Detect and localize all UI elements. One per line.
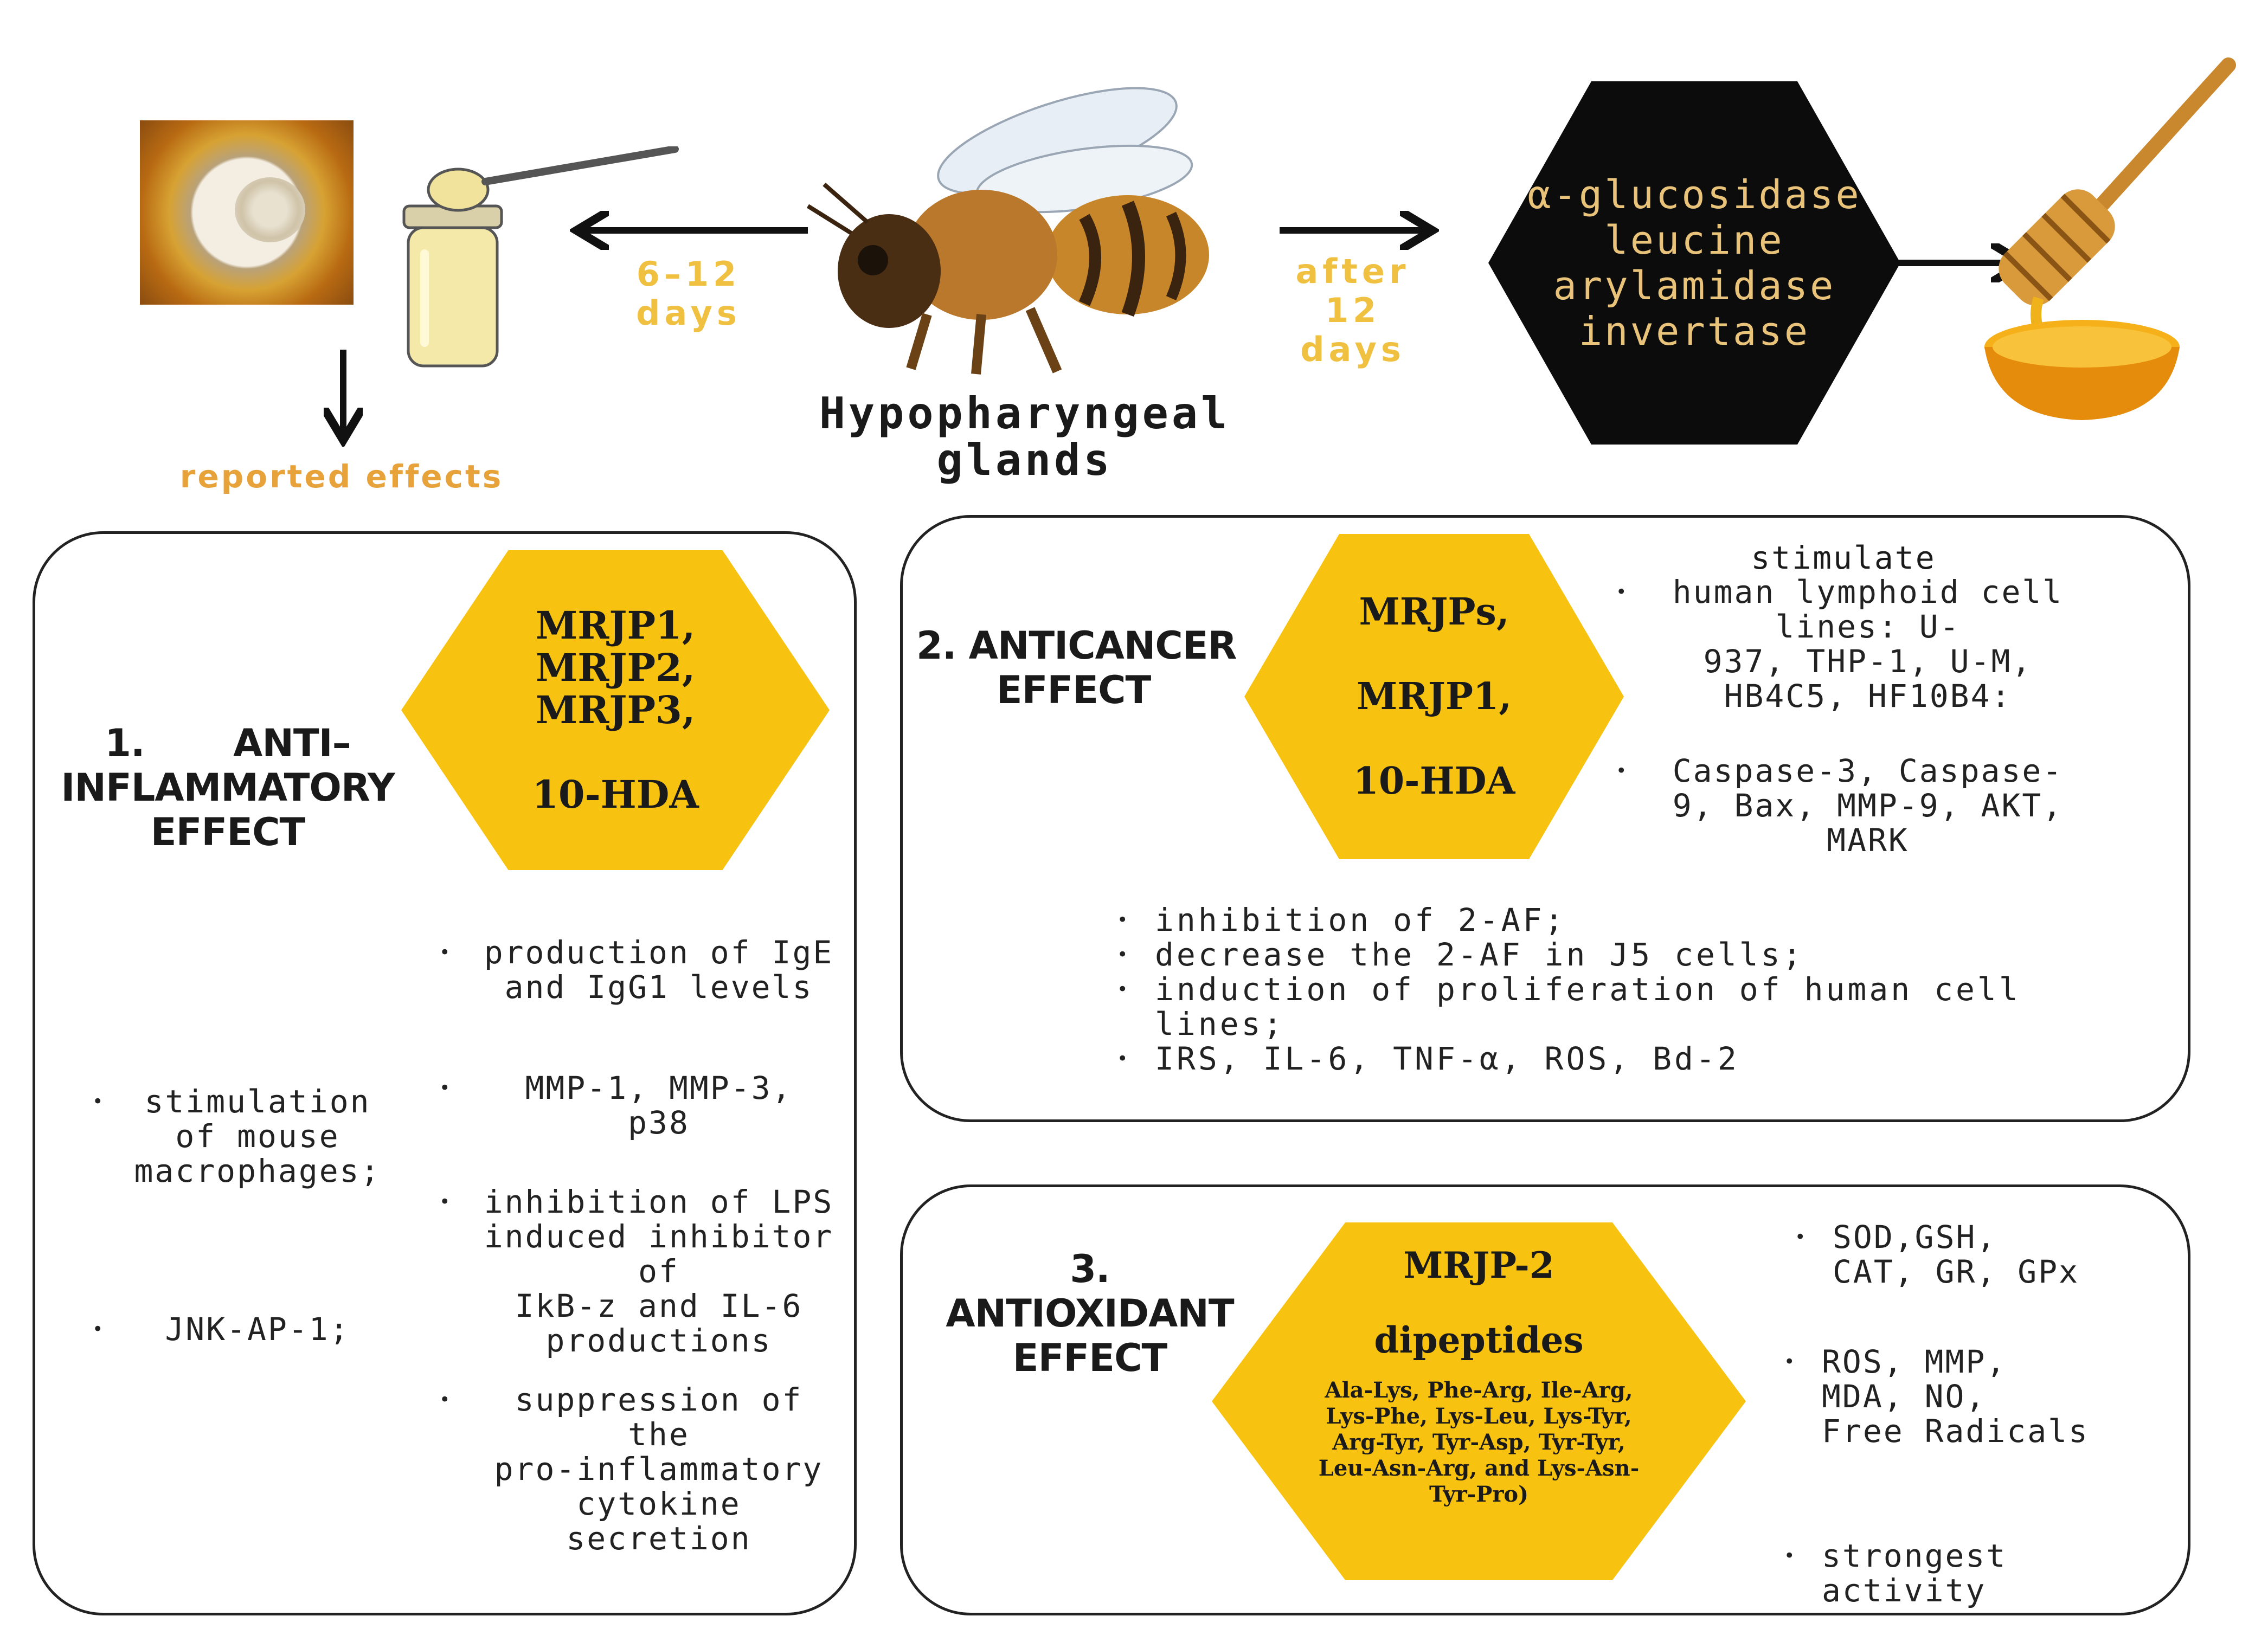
panel2-hex-line-2: MRJP1, [1356,675,1512,718]
panel2-hexagon: MRJPs, MRJP1, 10-HDA [1244,534,1624,859]
period-6-12-days: 6–12 days [636,254,741,333]
panel3-up-item: SOD,GSH, CAT, GR, GPx [1784,1220,2163,1289]
enzyme-hexagon: α-glucosidase leucine arylamidase invert… [1488,81,1900,445]
panel2-down-item: decrease the 2-AF in J5 cells; [1106,937,2028,972]
honey-bee-illustration [806,87,1209,375]
panel1-down-item: MMP-1, MMP-3, p38 [428,1071,840,1184]
panel1-up-item: stimulation of mouse macrophages; [81,1084,385,1312]
panel3-down-item: ROS, MMP, MDA, NO, Free Radicals [1773,1344,2131,1448]
panel1-down-list: production of IgE and IgG1 levels MMP-1,… [428,935,840,1556]
panel3-down-list: ROS, MMP, MDA, NO, Free Radicals [1773,1344,2131,1448]
enzyme-3: invertase [1578,308,1810,354]
panel2-up-item: Caspase-3, Caspase- 9, Bax, MMP-9, AKT, … [1605,754,2082,858]
enzyme-1: leucine [1604,217,1784,263]
panel2-up-list: human lymphoid cell lines: U- 937, THP-1… [1605,575,2082,858]
panel1-up-item: JNK-AP-1; [81,1312,385,1347]
panel3-hexagon: MRJP-2 dipeptides Ala-Lys, Phe-Arg, Ile-… [1212,1222,1746,1580]
panel2-hex-line-0: MRJPs, [1359,590,1509,634]
panel1-down-item: production of IgE and IgG1 levels [428,935,840,1071]
panel1-title: 1. ANTI– INFLAMMATORY EFFECT [61,721,395,854]
panel2-down-item: inhibition of 2-AF; [1106,903,2028,937]
enzyme-0: α-glucosidase [1527,172,1861,217]
panel3-hex-detail: Ala-Lys, Phe-Arg, Ile-Arg, Lys-Phe, Lys-… [1318,1377,1640,1507]
panel3-hex-subtitle: dipeptides [1374,1319,1584,1361]
panel1-down-item: suppression of the pro-inflammatory cyto… [428,1382,840,1556]
panel2-title: 2. ANTICANCER EFFECT [916,623,1237,712]
panel1-up-list: stimulation of mouse macrophages; JNK-AP… [81,1084,385,1347]
panel1-down-item: inhibition of LPS induced inhibitor of I… [428,1184,840,1382]
panel3-up-list: SOD,GSH, CAT, GR, GPx [1784,1220,2163,1289]
panel2-down-item: induction of proliferation of human cell… [1106,972,2028,1041]
panel3-title: 3. ANTIOXIDANT EFFECT [946,1247,1234,1380]
panel2-stimulate-label: stimulate [1751,539,1936,576]
jelly-jar-icon [402,146,679,368]
royal-jelly-cell-image [140,120,354,305]
panel2-hex-line-4: 10-HDA [1353,759,1515,803]
honey-bowl-icon [1984,57,2236,420]
panel1-hex-line-0: MRJP1, [535,603,696,648]
hypopharyngeal-glands-label: Hypopharyngeal glands [819,388,1231,485]
panel2-down-list: inhibition of 2-AF; decrease the 2-AF in… [1106,903,2028,1076]
enzyme-2: arylamidase [1553,263,1836,308]
panel3-strongest-list: strongest activity [1773,1538,2174,1608]
panel3-strongest-item: strongest activity [1773,1538,2174,1608]
panel1-hex-line-4: 10-HDA [532,772,699,817]
panel2-down-item: IRS, IL-6, TNF-α, ROS, Bd-2 [1106,1041,2028,1076]
panel2-up-item: human lymphoid cell lines: U- 937, THP-1… [1605,575,2082,754]
reported-effects-label: reported effects [179,458,504,495]
period-after-12-days: after 12 days [1295,252,1410,369]
panel1-hex-line-2: MRJP3, [535,687,696,732]
panel1-hex-line-1: MRJP2, [535,645,696,690]
panel3-hex-title: MRJP-2 [1403,1244,1554,1286]
